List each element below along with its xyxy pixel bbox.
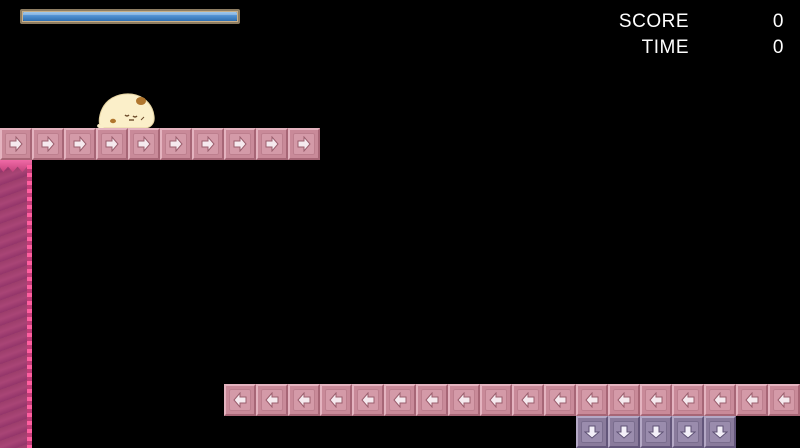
arrow-right-icon [133,133,155,155]
conveyor-tile-left [448,384,480,416]
arrow-down-icon [645,421,667,443]
arrow-left-icon [357,389,379,411]
arrow-left-icon [453,389,475,411]
conveyor-tile-right [128,128,160,160]
arrow-left-icon [421,389,443,411]
arrow-left-icon [229,389,251,411]
conveyor-tile-down [704,416,736,448]
arrow-left-icon [293,389,315,411]
arrow-left-icon [261,389,283,411]
conveyor-tile-down [640,416,672,448]
conveyor-tile-down [672,416,704,448]
arrow-right-icon [37,133,59,155]
conveyor-tile-left [288,384,320,416]
score-label: SCORE [618,11,689,32]
conveyor-tile-right [64,128,96,160]
arrow-left-icon [645,389,667,411]
conveyor-tile-right [288,128,320,160]
arrow-left-icon [741,389,763,411]
conveyor-tile-left [384,384,416,416]
conveyor-tile-left [672,384,704,416]
arrow-left-icon [613,389,635,411]
conveyor-tile-down [608,416,640,448]
arrow-down-icon [581,421,603,443]
arrow-down-icon [677,421,699,443]
conveyor-tile-left [544,384,576,416]
score-value: 0 [772,11,784,32]
conveyor-tile-left [704,384,736,416]
conveyor-tile-left [480,384,512,416]
health-gauge-fill [23,12,237,21]
arrow-down-icon [709,421,731,443]
conveyor-right-row [0,128,320,160]
pink-wall-edge [27,165,32,448]
arrow-right-icon [293,133,315,155]
conveyor-left-row [224,384,800,416]
conveyor-tile-right [96,128,128,160]
conveyor-tile-left [576,384,608,416]
blob-character-icon [96,90,156,130]
arrow-right-icon [197,133,219,155]
conveyor-tile-right [160,128,192,160]
arrow-right-icon [229,133,251,155]
arrow-left-icon [549,389,571,411]
conveyor-tile-right [224,128,256,160]
arrow-left-icon [581,389,603,411]
arrow-left-icon [485,389,507,411]
conveyor-tile-left [608,384,640,416]
pink-wall [0,160,32,448]
health-gauge [20,9,240,24]
arrow-down-icon [613,421,635,443]
conveyor-tile-left [256,384,288,416]
arrow-right-icon [101,133,123,155]
conveyor-tile-right [256,128,288,160]
conveyor-tile-down [576,416,608,448]
arrow-left-icon [325,389,347,411]
arrow-right-icon [69,133,91,155]
arrow-left-icon [709,389,731,411]
conveyor-tile-left [512,384,544,416]
arrow-left-icon [517,389,539,411]
time-label: TIME [641,37,689,58]
conveyor-tile-left [416,384,448,416]
conveyor-tile-right [192,128,224,160]
conveyor-tile-left [736,384,768,416]
arrow-right-icon [5,133,27,155]
conveyor-tile-right [32,128,64,160]
conveyor-tile-left [768,384,800,416]
arrow-right-icon [261,133,283,155]
arrow-right-icon [165,133,187,155]
conveyor-tile-left [320,384,352,416]
arrow-left-icon [677,389,699,411]
arrow-left-icon [773,389,795,411]
conveyor-tile-left [640,384,672,416]
conveyor-tile-left [224,384,256,416]
arrow-left-icon [389,389,411,411]
conveyor-tile-left [352,384,384,416]
conveyor-down-row [576,416,736,448]
conveyor-tile-right [0,128,32,160]
time-value: 0 [772,37,784,58]
